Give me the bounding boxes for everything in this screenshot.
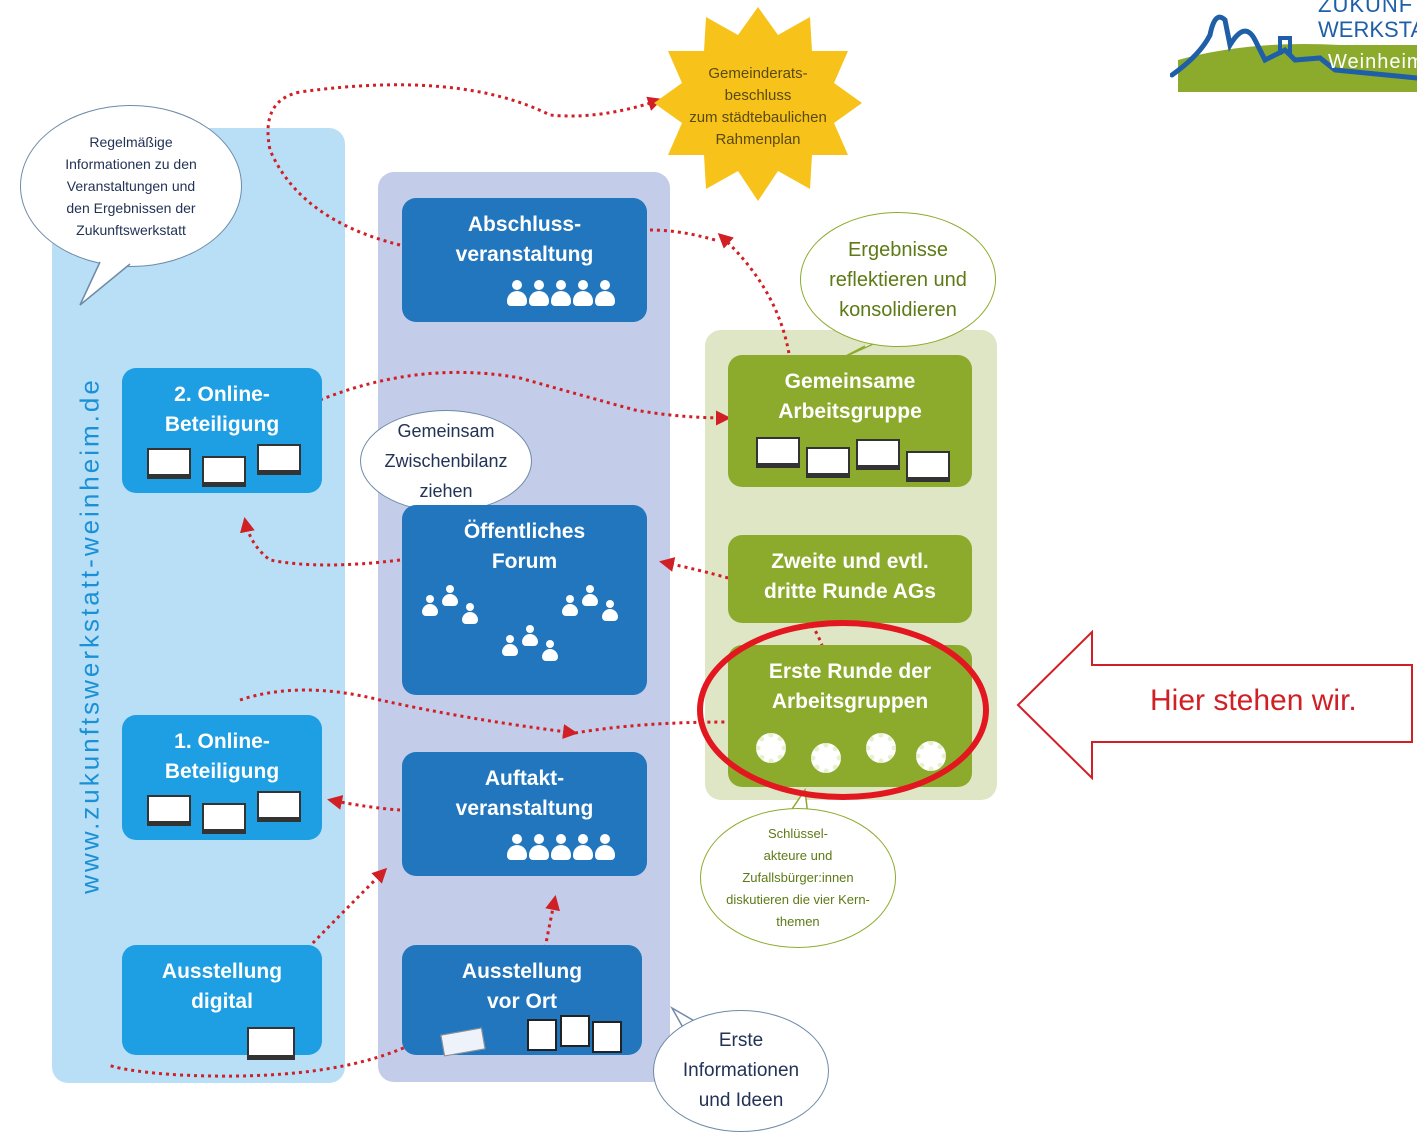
box-online-1-label: 1. Online- Beteiligung bbox=[164, 730, 280, 783]
person-icon bbox=[529, 280, 549, 306]
box-abschluss: Abschluss- veranstaltung bbox=[402, 198, 647, 322]
gemeinderatsbeschluss-text: Gemeinderats- beschluss zum städtebaulic… bbox=[689, 65, 827, 148]
person-icon bbox=[602, 600, 618, 621]
person-icon bbox=[551, 834, 571, 860]
laptop-icon bbox=[756, 437, 800, 468]
box-ausstellung-digital-label: Ausstellung digital bbox=[161, 960, 283, 1013]
bubble-forum: Gemeinsam Zwischenbilanz ziehen bbox=[360, 410, 532, 512]
current-step-highlight bbox=[697, 620, 989, 800]
logo-line-3: Weinheim bbox=[1328, 51, 1417, 73]
bubble-info-text: Regelmäßige Informationen zu den Veranst… bbox=[65, 134, 197, 238]
person-icon bbox=[573, 834, 593, 860]
bubble-forum-text: Gemeinsam Zwischenbilanz ziehen bbox=[384, 421, 508, 501]
box-zweite-runde-label: Zweite und evtl. dritte Runde AGs bbox=[764, 550, 936, 603]
box-ausstellung-ort-label: Ausstellung vor Ort bbox=[461, 960, 583, 1013]
bubble-key-actors: Schlüssel- akteure und Zufallsbürger:inn… bbox=[700, 808, 896, 948]
box-forum-label: Öffentliches Forum bbox=[463, 520, 586, 573]
person-icon bbox=[522, 625, 538, 646]
bubble-key-text: Schlüssel- akteure und Zufallsbürger:inn… bbox=[726, 826, 870, 929]
person-icon bbox=[529, 834, 549, 860]
person-icon bbox=[507, 834, 527, 860]
arrow-online1-to-erste bbox=[239, 688, 578, 739]
laptop-icon bbox=[806, 447, 850, 478]
bubble-reflect-text: Ergebnisse reflektieren und konsolidiere… bbox=[829, 238, 967, 321]
bubble-reflect: Ergebnisse reflektieren und konsolidiere… bbox=[800, 212, 996, 347]
logo-line-2: WERKSTATT bbox=[1318, 17, 1417, 42]
person-icon bbox=[442, 585, 458, 606]
gemeinderatsbeschluss-badge: Gemeinderats- beschluss zum städtebaulic… bbox=[652, 5, 864, 203]
laptop-icon bbox=[147, 448, 191, 479]
person-icon bbox=[573, 280, 593, 306]
box-ausstellung-digital: Ausstellung digital bbox=[122, 945, 322, 1060]
person-icon bbox=[562, 595, 578, 616]
box-abschluss-label: Abschluss- veranstaltung bbox=[455, 213, 594, 266]
box-ausstellung-ort: Ausstellung vor Ort bbox=[402, 945, 642, 1057]
box-online-2: 2. Online- Beteiligung bbox=[122, 368, 322, 493]
person-icon bbox=[551, 280, 571, 306]
laptop-icon bbox=[257, 444, 301, 475]
box-online-1: 1. Online- Beteiligung bbox=[122, 715, 322, 840]
box-forum: Öffentliches Forum bbox=[402, 505, 647, 695]
person-icon bbox=[502, 635, 518, 656]
box-online-2-label: 2. Online- Beteiligung bbox=[164, 383, 280, 436]
logo-line-1: ZUKUNFTS bbox=[1318, 0, 1417, 17]
arrow-abschluss-to-beschluss bbox=[266, 83, 663, 247]
laptop-icon bbox=[202, 456, 246, 487]
laptop-icon bbox=[202, 803, 246, 834]
logo-graphic bbox=[1170, 14, 1417, 92]
box-gemeinsame-ag: Gemeinsame Arbeitsgruppe bbox=[728, 355, 972, 487]
arrow-ag-to-abschluss bbox=[717, 232, 792, 361]
laptop-icon bbox=[147, 795, 191, 826]
box-auftakt-label: Auftakt- veranstaltung bbox=[455, 767, 594, 820]
logo: ZUKUNFTS WERKSTATT Weinheim bbox=[1170, 0, 1417, 92]
arrow-auftakt-to-online1 bbox=[327, 794, 401, 812]
arrow-forum-to-online2 bbox=[240, 517, 401, 567]
laptop-icon bbox=[247, 1027, 295, 1060]
callout-text: Hier stehen wir. bbox=[1150, 684, 1357, 717]
person-icon bbox=[462, 603, 478, 624]
person-icon bbox=[595, 280, 615, 306]
laptop-icon bbox=[257, 791, 301, 822]
person-icon bbox=[595, 834, 615, 860]
arrow-ort-to-digital bbox=[107, 1043, 411, 1078]
box-gemeinsame-ag-label: Gemeinsame Arbeitsgruppe bbox=[778, 370, 922, 423]
arrow-ort-to-auftakt bbox=[543, 895, 561, 949]
person-icon bbox=[422, 595, 438, 616]
box-zweite-runde: Zweite und evtl. dritte Runde AGs bbox=[728, 535, 972, 623]
bubble-first-text: Erste Informationen und Ideen bbox=[682, 1030, 800, 1111]
person-icon bbox=[582, 585, 598, 606]
box-auftakt: Auftakt- veranstaltung bbox=[402, 752, 647, 876]
person-icon bbox=[507, 280, 527, 306]
person-icon bbox=[542, 640, 558, 661]
bubble-first-info: Erste Informationen und Ideen bbox=[653, 1010, 829, 1132]
bubble-info: Regelmäßige Informationen zu den Veranst… bbox=[20, 105, 242, 267]
laptop-icon bbox=[906, 451, 950, 482]
laptop-icon bbox=[856, 439, 900, 470]
